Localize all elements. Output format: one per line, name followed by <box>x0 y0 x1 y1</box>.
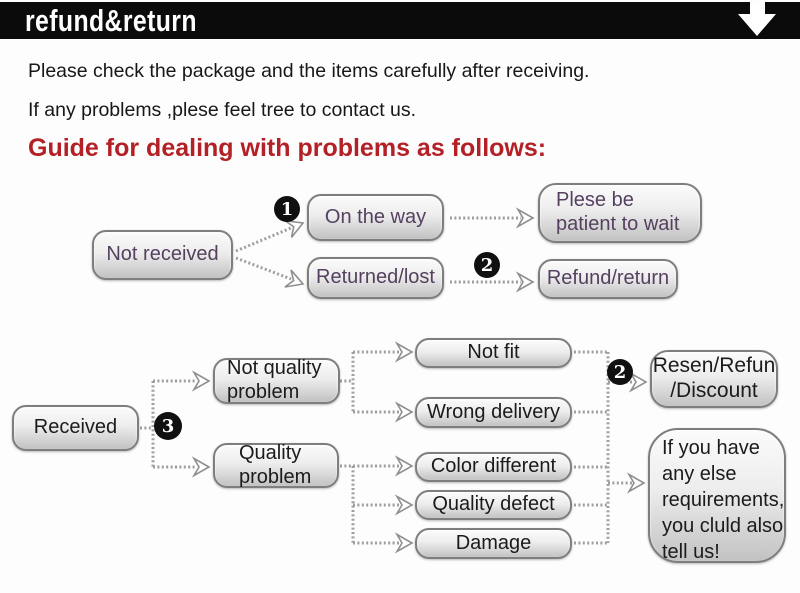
node-not-quality-problem: Not quality problem <box>213 357 340 404</box>
node-if-you-have: If you have any else requirements, you c… <box>648 428 786 563</box>
connector-on-the-way-patient <box>450 207 535 229</box>
node-refund-return: Refund/return <box>538 259 678 299</box>
intro-line-1: Please check the package and the items c… <box>28 60 590 82</box>
connector-returned-refund <box>450 271 535 293</box>
connector-not-received-returned-lost <box>235 256 305 288</box>
node-on-the-way: On the way <box>307 194 444 241</box>
node-damage: Damage <box>415 528 572 559</box>
node-plese-be-patient: Plese be patient to wait <box>538 183 702 243</box>
node-quality-problem: Quality problem <box>213 442 339 488</box>
connector-nqp-split <box>340 341 414 423</box>
connector-qp-split <box>340 455 414 554</box>
badge-3-icon: 3 <box>154 412 182 440</box>
node-not-fit: Not fit <box>415 338 572 368</box>
connector-not-received-on-the-way <box>235 219 305 253</box>
node-not-received: Not received <box>92 230 233 280</box>
node-wrong-delivery: Wrong delivery <box>415 397 572 428</box>
badge-2-icon: 2 <box>607 359 633 385</box>
intro-line-2: If any problems ,plese feel tree to cont… <box>28 99 417 121</box>
scroll-down-arrow-icon <box>738 2 776 36</box>
banner-title: refund&return <box>25 2 197 38</box>
badge-2-icon: 2 <box>474 252 500 278</box>
guide-heading: Guide for dealing with problems as follo… <box>28 134 547 162</box>
node-returned-lost: Returned/lost <box>307 257 444 299</box>
badge-1-icon: 1 <box>274 196 300 222</box>
connector-received-split <box>140 370 211 478</box>
banner: refund&return <box>0 2 800 39</box>
node-color-different: Color different <box>415 452 572 482</box>
connector-right-collector <box>574 350 648 545</box>
node-received: Received <box>12 405 139 451</box>
node-quality-defect: Quality defect <box>415 490 572 520</box>
node-resen-refun-discount: Resen/Refun /Discount <box>650 350 778 408</box>
